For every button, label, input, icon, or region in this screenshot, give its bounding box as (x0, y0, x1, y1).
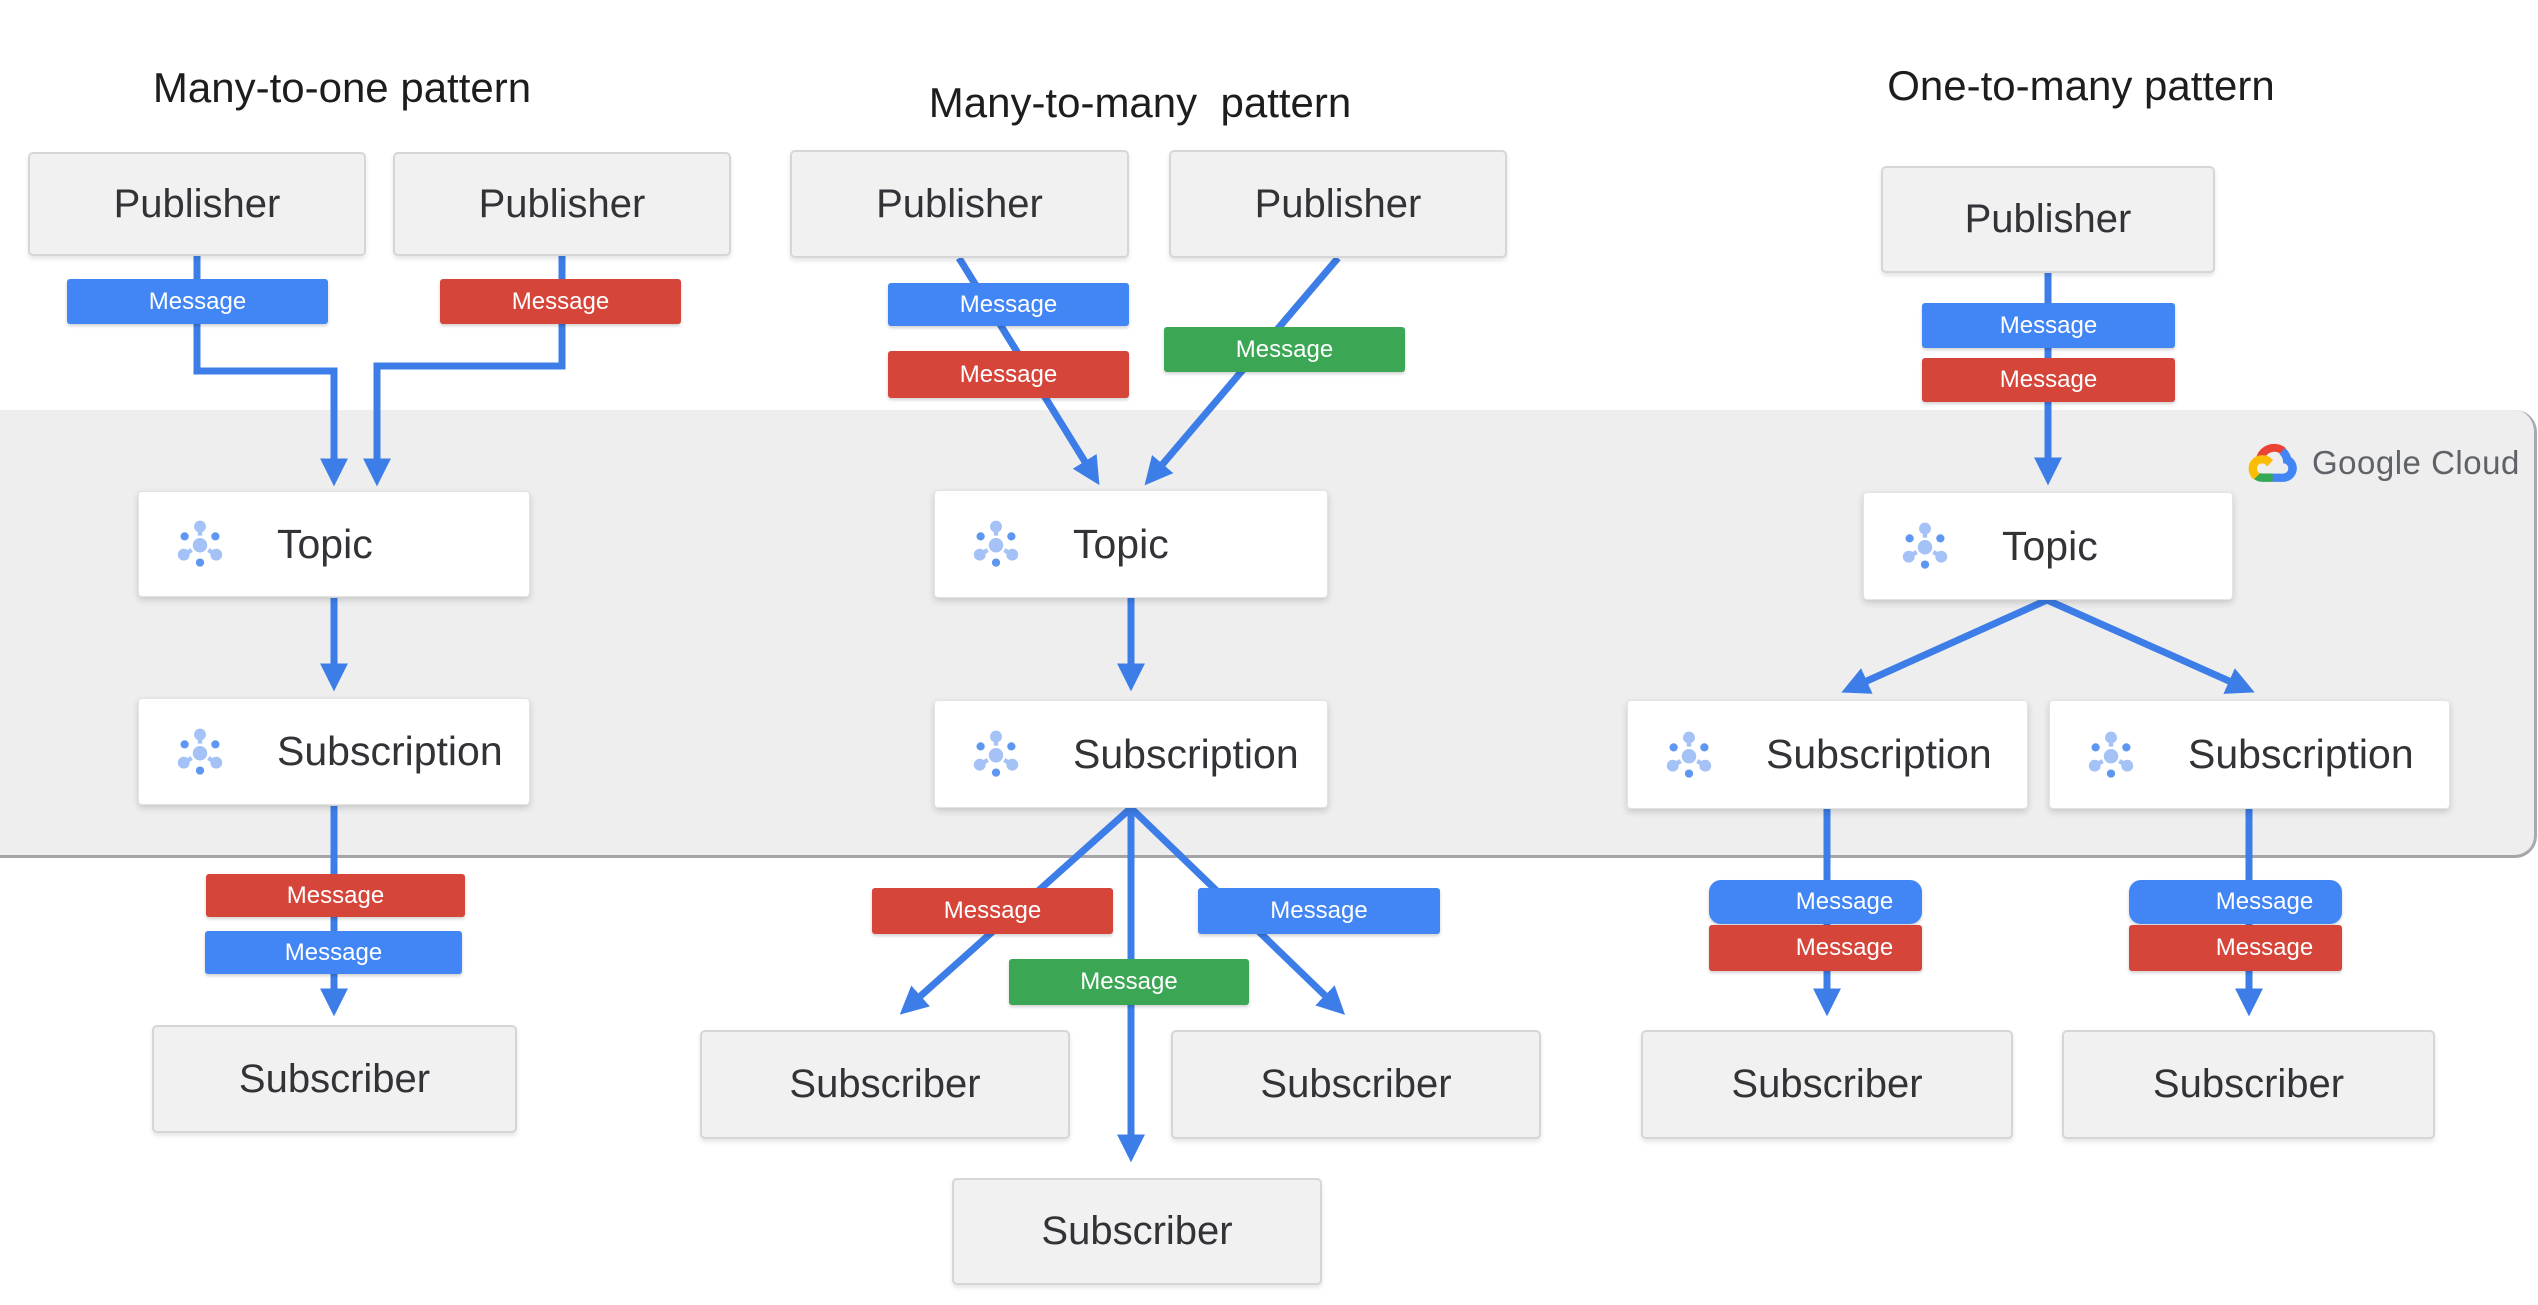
node-label: Subscription (277, 728, 503, 774)
node-label: Publisher (1964, 197, 2132, 241)
pattern-title-many-to-many: Many-to-many pattern (928, 79, 1352, 126)
subscription-box: Subscription (934, 700, 1328, 808)
google-cloud-logo-icon (2248, 443, 2297, 482)
pubsub-subscription-icon (1658, 724, 1720, 786)
message-badge-blue: Message (888, 283, 1129, 326)
subscriber-box: Subscriber (152, 1025, 517, 1133)
publisher-box: Publisher (28, 152, 366, 256)
node-label: Topic (277, 520, 373, 567)
node-label: Subscriber (1041, 1209, 1233, 1253)
topic-box: Topic (138, 491, 530, 597)
subscriber-box: Subscriber (1171, 1030, 1541, 1139)
message-badge-green: Message (1164, 327, 1405, 372)
topic-box: Topic (934, 490, 1328, 598)
pubsub-subscription-icon (965, 723, 1027, 785)
node-label: Subscriber (238, 1056, 431, 1101)
node-label: Topic (1073, 520, 1169, 567)
message-badge-red: Message (872, 888, 1113, 934)
pubsub-topic-icon (965, 513, 1027, 575)
subscriber-box: Subscriber (700, 1030, 1070, 1139)
node-label: Publisher (1254, 181, 1422, 226)
subscription-box: Subscription (1627, 700, 2028, 809)
node-label: Subscriber (1731, 1062, 1923, 1106)
arrow-p3topic-subscription1 (1841, 596, 2049, 694)
message-badge-blue: Message (1709, 880, 1922, 924)
node-label: Subscriber (789, 1062, 981, 1106)
node-label: Publisher (876, 181, 1043, 226)
publisher-box: Publisher (393, 152, 731, 256)
node-label: Topic (2002, 522, 2098, 569)
message-badge-red: Message (888, 351, 1129, 398)
subscription-box: Subscription (2049, 700, 2450, 809)
pubsub-topic-icon (1894, 515, 1956, 577)
node-label: Publisher (113, 181, 281, 226)
message-badge-blue: Message (1922, 303, 2175, 348)
message-badge-blue: Message (2129, 880, 2342, 924)
message-badge-red: Message (206, 874, 465, 917)
pattern-title-many-to-one: Many-to-one pattern (152, 64, 532, 111)
message-badge-red: Message (1922, 358, 2175, 402)
node-label: Subscriber (2152, 1062, 2345, 1106)
message-badge-blue: Message (67, 279, 328, 324)
pubsub-subscription-icon (2080, 724, 2142, 786)
pubsub-subscription-icon (169, 721, 231, 783)
publisher-box: Publisher (1881, 166, 2215, 273)
subscriber-box: Subscriber (2062, 1030, 2435, 1139)
node-label: Subscriber (1260, 1062, 1452, 1106)
pattern-title-one-to-many: One-to-many pattern (1887, 62, 2275, 109)
message-badge-blue: Message (205, 931, 462, 974)
message-badge-red: Message (2129, 925, 2342, 971)
subscription-box: Subscription (138, 698, 530, 805)
node-label: Subscription (2188, 731, 2414, 777)
publisher-box: Publisher (1169, 150, 1507, 258)
node-label: Publisher (478, 181, 646, 226)
node-label: Subscription (1073, 730, 1299, 777)
google-cloud-logo-text: Google Cloud (2312, 444, 2520, 481)
subscriber-box: Subscriber (952, 1178, 1322, 1285)
node-label: Subscription (1766, 731, 1992, 777)
google-cloud-logo: Google Cloud (2243, 441, 2520, 485)
message-badge-blue: Message (1198, 888, 1440, 934)
message-badge-green: Message (1009, 959, 1249, 1005)
pubsub-topic-icon (169, 513, 231, 575)
message-badge-red: Message (1709, 925, 1922, 971)
subscriber-box: Subscriber (1641, 1030, 2013, 1139)
arrow-p3topic-subscription2 (2045, 596, 2255, 694)
publisher-box: Publisher (790, 150, 1129, 258)
message-badge-red: Message (440, 279, 681, 324)
topic-box: Topic (1863, 492, 2233, 600)
